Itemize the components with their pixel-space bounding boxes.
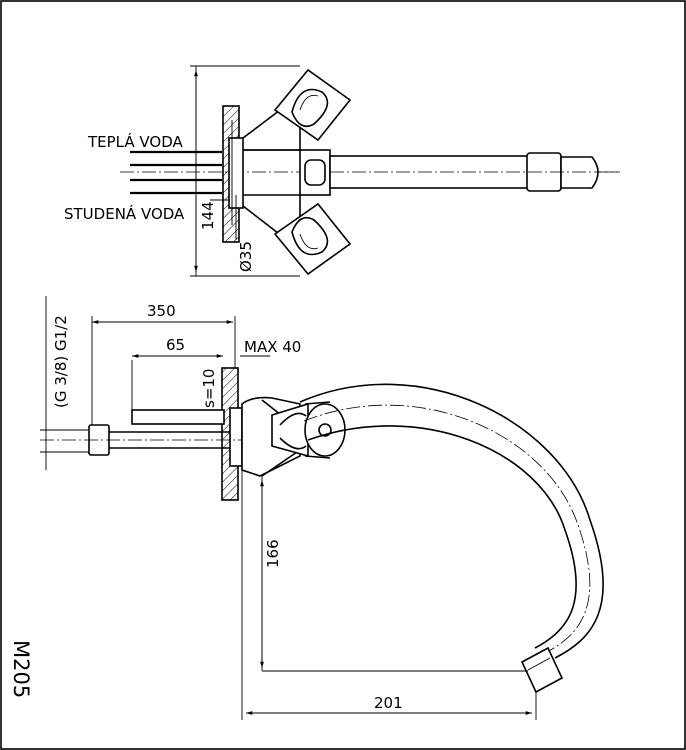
dim-65: 65 [166,336,185,354]
dim-wall-thickness: s=10 [200,369,218,408]
dim-thread: (G 3/8) G1/2 [52,315,70,408]
cold-water-label: STUDENÁ VODA [64,204,185,223]
dim-166: 166 [264,539,282,568]
aerator [520,646,564,694]
top-view [120,65,620,277]
dim-144: 144 [199,201,217,230]
spout-side [299,383,604,659]
dim-201: 201 [374,694,403,712]
hot-water-label: TEPLÁ VODA [87,132,184,151]
dim-max-40: MAX 40 [244,338,301,356]
upper-handle [273,68,352,142]
model-code: M205 [9,640,33,698]
dim-diameter-35: Ø35 [237,241,255,272]
dim-350: 350 [147,302,176,320]
side-view [40,296,604,720]
lower-handle [273,202,352,276]
